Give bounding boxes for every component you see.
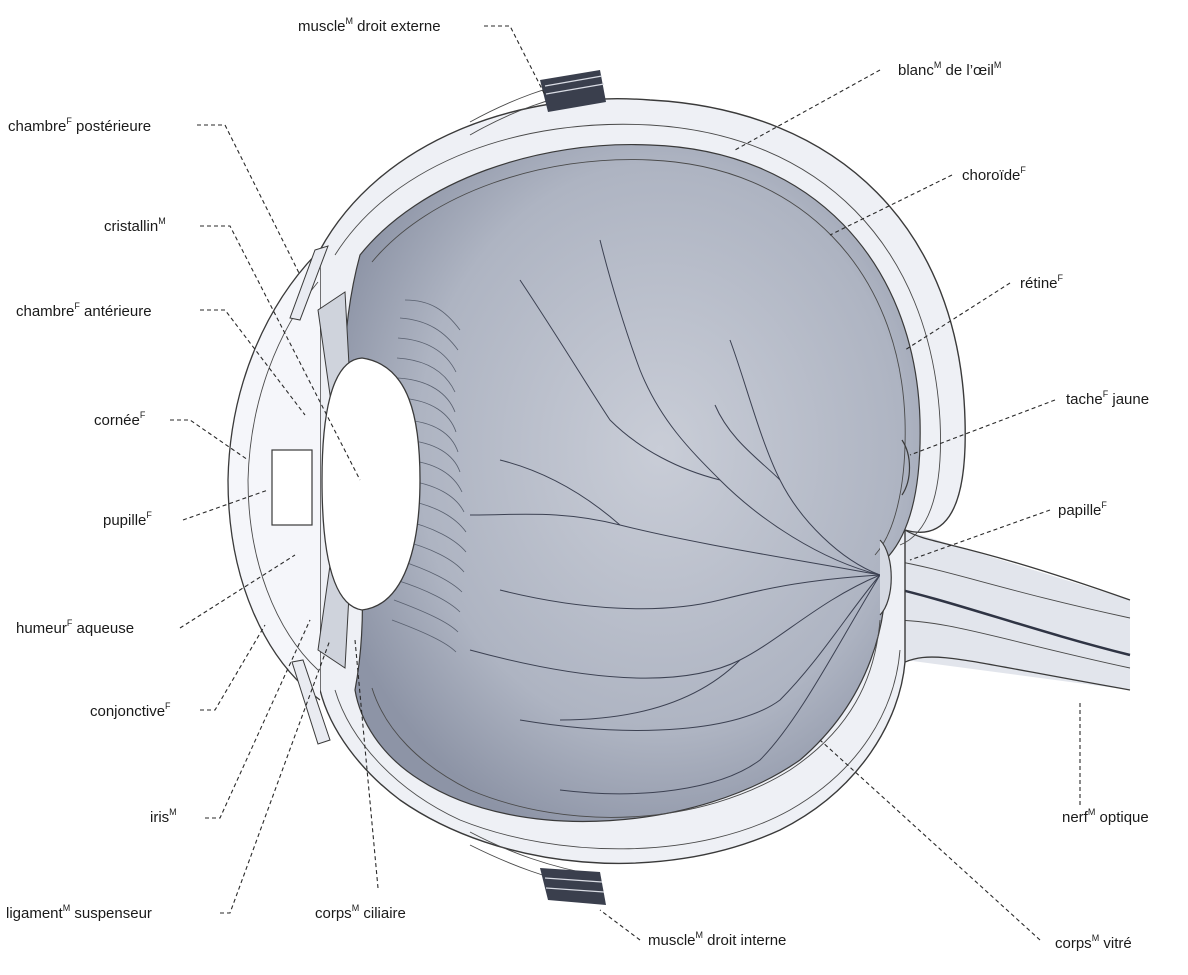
label-iris: irisM bbox=[150, 807, 177, 826]
lens bbox=[322, 358, 420, 610]
label-nerf-optique: nerfM optique bbox=[1062, 807, 1149, 826]
label-tache-jaune: tacheF jaune bbox=[1066, 389, 1149, 408]
label-ligament-suspenseur: ligamentM suspenseur bbox=[6, 903, 152, 922]
label-choroide: choroïdeF bbox=[962, 165, 1026, 184]
label-corps-vitre: corpsM vitré bbox=[1055, 933, 1132, 952]
label-cristallin: cristallinM bbox=[104, 216, 166, 235]
label-corps-ciliaire: corpsM ciliaire bbox=[315, 903, 406, 922]
vitreous-body bbox=[343, 145, 920, 822]
label-muscle-droit-externe: muscleM droit externe bbox=[298, 16, 441, 35]
label-chambre-posterieure: chambreF postérieure bbox=[8, 116, 151, 135]
label-cornee: cornéeF bbox=[94, 410, 146, 429]
label-blanc-oeil: blancM de l’œilM bbox=[898, 60, 1001, 79]
label-pupille: pupilleF bbox=[103, 510, 152, 529]
label-muscle-droit-interne: muscleM droit interne bbox=[648, 930, 786, 949]
pupil bbox=[272, 450, 312, 525]
label-retine: rétineF bbox=[1020, 273, 1064, 292]
label-humeur-aqueuse: humeurF aqueuse bbox=[16, 618, 134, 637]
label-conjonctive: conjonctiveF bbox=[90, 701, 171, 720]
optic-nerve bbox=[880, 530, 1130, 690]
label-papille: papilleF bbox=[1058, 500, 1107, 519]
label-chambre-anterieure: chambreF antérieure bbox=[16, 301, 152, 320]
